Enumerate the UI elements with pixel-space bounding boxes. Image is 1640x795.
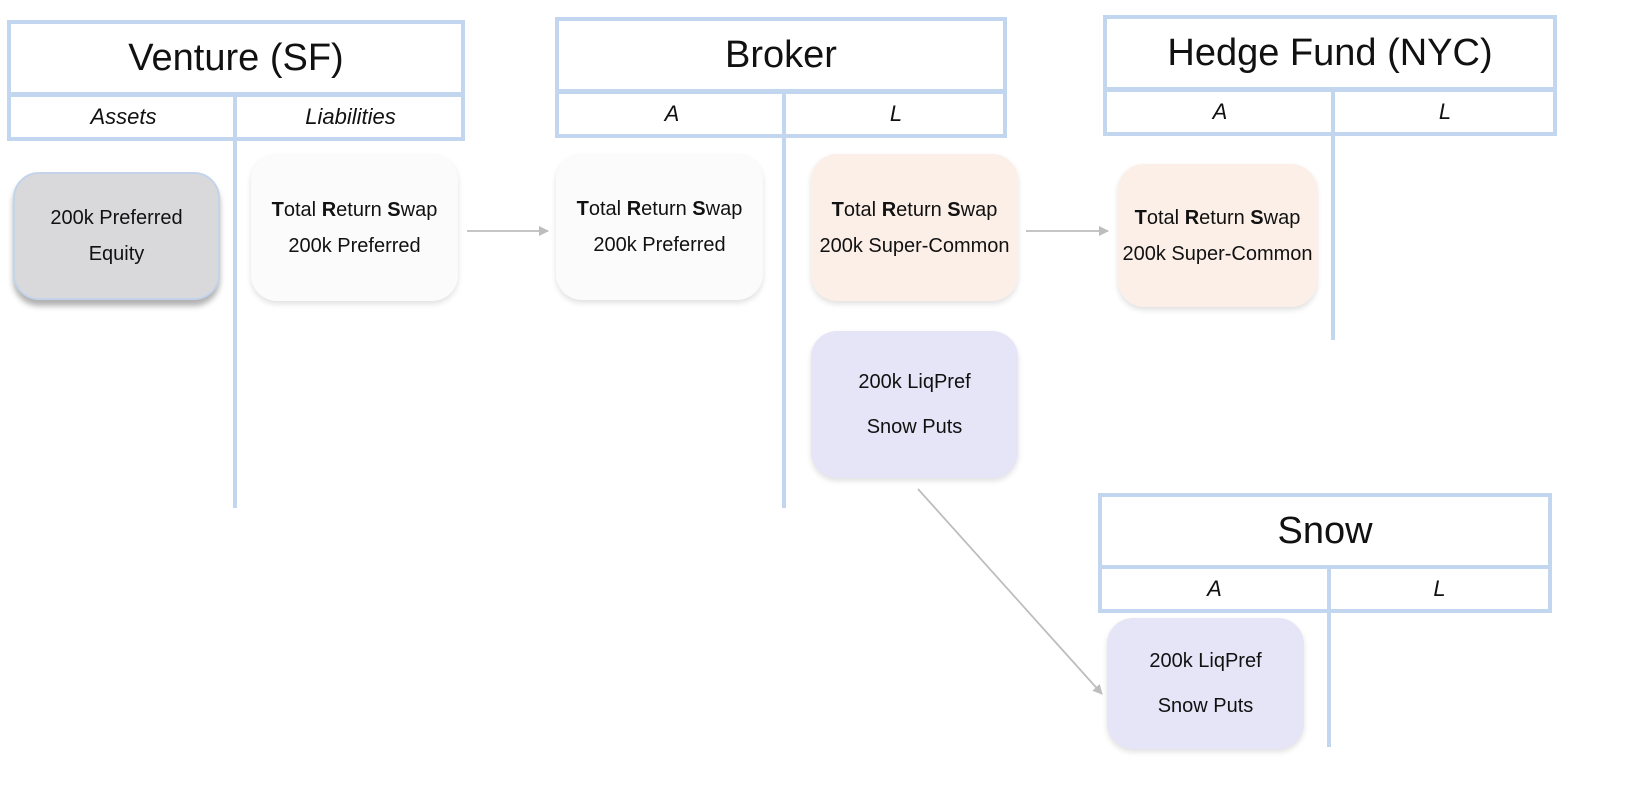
broker-liability-puts-line1: 200k LiqPref — [858, 370, 971, 393]
venture-assets-label: Assets — [90, 104, 157, 129]
snow-divider — [1327, 566, 1331, 747]
broker-liability-swap-card: Total Return Swap 200k Super-Common — [811, 154, 1018, 301]
snow-title-text: Snow — [1277, 509, 1373, 552]
venture-asset-card: 200k Preferred Equity — [13, 172, 220, 300]
venture-liability-line2: 200k Preferred — [288, 234, 421, 257]
snow-liabilities-label: L — [1433, 576, 1446, 601]
hedge-fund-title-text: Hedge Fund (NYC) — [1167, 31, 1493, 74]
snow-asset-card: 200k LiqPref Snow Puts — [1107, 618, 1304, 749]
broker-asset-card: Total Return Swap 200k Preferred — [556, 154, 763, 300]
venture-title-text: Venture (SF) — [128, 36, 344, 79]
broker-liability-swap-line2: 200k Super-Common — [819, 234, 1010, 257]
broker-title: Broker — [555, 17, 1007, 93]
snow-asset-line2: Snow Puts — [1157, 694, 1254, 717]
snow-asset-line1: 200k LiqPref — [1149, 649, 1262, 672]
hedge-fund-asset-line1: Total Return Swap — [1134, 206, 1301, 229]
hedge-fund-column-header: A L — [1103, 89, 1557, 136]
broker-asset-line2: 200k Preferred — [593, 234, 726, 256]
broker-liability-puts-line2: Snow Puts — [866, 415, 963, 438]
hedge-fund-liabilities-label: L — [1438, 99, 1452, 124]
broker-liability-swap-line1: Total Return Swap — [831, 198, 998, 221]
broker-asset-line1: Total Return Swap — [576, 198, 743, 220]
snow-title: Snow — [1098, 493, 1552, 569]
snow-assets-label: A — [1207, 576, 1222, 601]
venture-asset-line1: 200k Preferred — [50, 207, 183, 229]
arrow-broker-puts-to-snow — [917, 488, 1103, 695]
venture-liability-card: Total Return Swap 200k Preferred — [251, 154, 458, 301]
hedge-fund-title: Hedge Fund (NYC) — [1103, 15, 1557, 91]
broker-liability-puts-card: 200k LiqPref Snow Puts — [811, 331, 1018, 478]
broker-assets-label: A — [664, 101, 680, 126]
broker-column-header: A L — [555, 91, 1007, 138]
broker-title-text: Broker — [725, 33, 837, 76]
venture-title: Venture (SF) — [7, 20, 465, 96]
hedge-fund-asset-card: Total Return Swap 200k Super-Common — [1118, 164, 1317, 307]
venture-divider — [233, 94, 237, 508]
hedge-fund-divider — [1331, 89, 1335, 340]
broker-divider — [782, 91, 786, 508]
hedge-fund-asset-line2: 200k Super-Common — [1122, 242, 1313, 265]
broker-liabilities-label: L — [889, 101, 903, 126]
venture-liabilities-label: Liabilities — [305, 104, 396, 129]
snow-column-header: A L — [1098, 566, 1552, 613]
hedge-fund-assets-label: A — [1212, 99, 1228, 124]
venture-liability-line1: Total Return Swap — [271, 198, 438, 221]
venture-asset-line2: Equity — [88, 243, 145, 265]
